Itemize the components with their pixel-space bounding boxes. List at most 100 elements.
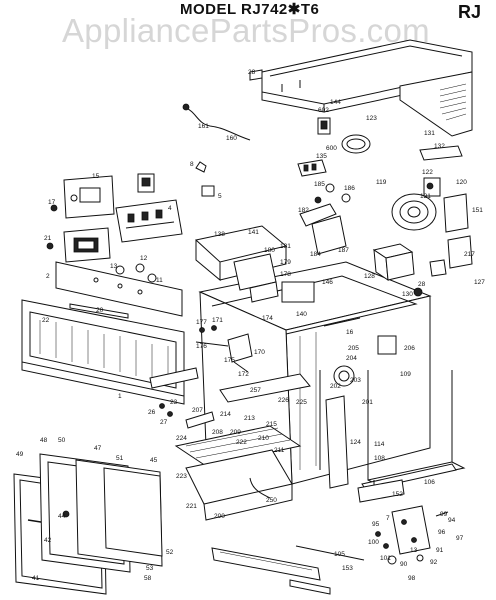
callout-label: 215 bbox=[266, 421, 277, 428]
callout-label: 131 bbox=[424, 130, 435, 137]
callout-label: 98 bbox=[408, 575, 416, 582]
callout-label: 187 bbox=[338, 247, 349, 254]
callout-label: 20 bbox=[96, 307, 104, 314]
switch-part bbox=[297, 159, 327, 177]
callout-label: 208 bbox=[212, 429, 223, 436]
callout-label: 182 bbox=[298, 207, 309, 214]
callout-label: 214 bbox=[220, 411, 231, 418]
oven-frame-part bbox=[319, 370, 349, 489]
callout-label: 90 bbox=[400, 561, 408, 568]
callout-label: 257 bbox=[250, 387, 261, 394]
callout-label: 13 bbox=[410, 547, 418, 554]
watermark: AppliancePartsPros.com bbox=[62, 12, 430, 49]
switch-plate-part bbox=[115, 199, 183, 243]
callout-label: 144 bbox=[330, 99, 341, 106]
callout-label: 178 bbox=[280, 271, 291, 278]
callout-label: 45 bbox=[150, 457, 158, 464]
callout-label: 177 bbox=[196, 319, 207, 326]
control-panel-part bbox=[55, 261, 183, 317]
callout-label: 138 bbox=[214, 231, 225, 238]
callout-label: 44 bbox=[58, 513, 66, 520]
cabinet-top-part bbox=[261, 39, 473, 137]
knob-part bbox=[147, 273, 157, 283]
callout-label: 160 bbox=[226, 135, 237, 142]
callout-label: 209 bbox=[230, 429, 241, 436]
screw-part bbox=[199, 327, 205, 333]
callout-label: 48 bbox=[40, 437, 48, 444]
callout-label: 201 bbox=[362, 399, 373, 406]
bake-element-part bbox=[249, 477, 271, 499]
series-code: RJ bbox=[458, 2, 482, 22]
callout-label: 122 bbox=[422, 169, 433, 176]
screw-part bbox=[167, 411, 173, 417]
callout-label: 58 bbox=[144, 575, 152, 582]
callout-label: 4 bbox=[168, 205, 172, 212]
element-part bbox=[317, 117, 371, 154]
callout-label: 152 bbox=[392, 491, 403, 498]
callout-label: 42 bbox=[44, 537, 52, 544]
callout-label: 186 bbox=[344, 185, 355, 192]
callout-label: 170 bbox=[254, 349, 265, 356]
screw-part bbox=[383, 543, 389, 549]
screw-part bbox=[211, 325, 217, 331]
bracket-part bbox=[194, 225, 288, 282]
callout-label: 95 bbox=[372, 521, 380, 528]
callout-label: 7 bbox=[386, 515, 390, 522]
callout-label: 207 bbox=[192, 407, 203, 414]
callout-label: 96 bbox=[438, 529, 446, 536]
rack-part bbox=[174, 425, 302, 467]
callout-label: 97 bbox=[456, 535, 464, 542]
callout-label: 210 bbox=[258, 435, 269, 442]
callout-label: 140 bbox=[296, 311, 307, 318]
callout-label: 50 bbox=[58, 437, 66, 444]
backguard-part bbox=[21, 299, 185, 405]
bracket-part bbox=[429, 259, 447, 277]
callout-label: 12 bbox=[140, 255, 148, 262]
panel-part bbox=[281, 281, 315, 303]
knob-part bbox=[115, 265, 125, 275]
callout-label: 109 bbox=[400, 371, 411, 378]
callout-label: 250 bbox=[266, 497, 277, 504]
callout-label: 200 bbox=[214, 513, 225, 520]
knob-part bbox=[46, 242, 54, 250]
bracket-part bbox=[63, 175, 115, 219]
hinge-part bbox=[195, 333, 253, 373]
callout-label: 23 bbox=[170, 399, 178, 406]
callout-label: 135 bbox=[316, 153, 327, 160]
callout-label: 174 bbox=[262, 315, 273, 322]
callout-label: 105 bbox=[334, 551, 345, 558]
grommet-part bbox=[413, 287, 423, 297]
callout-label: 94 bbox=[448, 517, 456, 524]
kick-plate-part bbox=[357, 479, 405, 503]
screw-part bbox=[375, 531, 381, 537]
callout-label: 8 bbox=[190, 161, 194, 168]
callout-labels: 28 144 123 131 602 600 132 161 160 135 8… bbox=[16, 69, 485, 582]
knob-part bbox=[341, 193, 351, 203]
callout-label: 172 bbox=[238, 371, 249, 378]
callout-label: 53 bbox=[146, 565, 154, 572]
callout-label: 1 bbox=[118, 393, 122, 400]
callout-label: 202 bbox=[330, 383, 341, 390]
screw-part bbox=[50, 204, 58, 212]
oven-liner-part bbox=[185, 449, 293, 521]
callout-label: 180 bbox=[264, 247, 275, 254]
callout-label: 123 bbox=[366, 115, 377, 122]
callout-label: 51 bbox=[116, 455, 124, 462]
callout-label: 108 bbox=[374, 455, 385, 462]
callout-label: 120 bbox=[456, 179, 467, 186]
hinge-assembly-part bbox=[387, 505, 449, 565]
callout-label: 28 bbox=[248, 69, 256, 76]
callout-label: 26 bbox=[148, 409, 156, 416]
callout-label: 161 bbox=[198, 123, 209, 130]
model-title: MODEL RJ742✱T6 bbox=[180, 1, 320, 18]
clock-part bbox=[63, 227, 111, 263]
callout-label: 179 bbox=[280, 259, 291, 266]
callout-label: 28 bbox=[418, 281, 426, 288]
clip-part bbox=[195, 161, 207, 173]
callout-label: 225 bbox=[296, 399, 307, 406]
block-part bbox=[201, 185, 215, 197]
callout-label: 221 bbox=[186, 503, 197, 510]
callout-label: 22 bbox=[42, 317, 50, 324]
callout-label: 185 bbox=[314, 181, 325, 188]
callout-label: 222 bbox=[236, 439, 247, 446]
